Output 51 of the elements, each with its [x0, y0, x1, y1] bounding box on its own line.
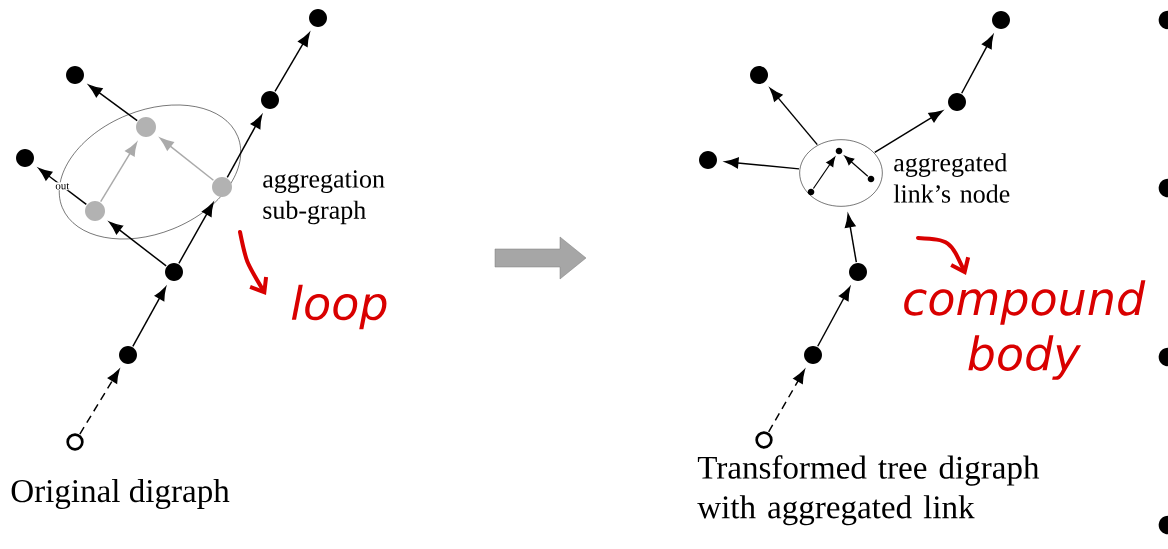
- arrow: [38, 167, 88, 206]
- bullet: [1158, 515, 1168, 535]
- vertex: [750, 66, 768, 84]
- bullet: [1158, 178, 1168, 198]
- vertex: [699, 151, 717, 169]
- arrow: [178, 202, 214, 265]
- arrow: [844, 213, 858, 263]
- subgraph-vertex: [212, 177, 232, 197]
- vertex: [119, 346, 137, 364]
- root-vertex: [755, 431, 773, 449]
- mini-vertex: [835, 147, 843, 155]
- vertex: [849, 263, 867, 281]
- arrow: [844, 155, 869, 177]
- node-caption: aggregated link’s node: [893, 153, 1010, 203]
- vertex: [16, 149, 34, 167]
- arrow: [817, 286, 851, 347]
- arrow: [132, 286, 167, 348]
- arrow: [960, 34, 994, 94]
- arrow: [79, 369, 120, 435]
- arrow: [812, 156, 836, 190]
- bullet: [1158, 347, 1168, 367]
- handwritten-note: compound body: [904, 280, 1146, 380]
- vertex: [309, 9, 327, 27]
- vertex: [992, 11, 1010, 29]
- root-vertex: [66, 433, 84, 451]
- arrow: [88, 84, 138, 122]
- subgraph-vertex: [136, 117, 156, 137]
- handwritten-note: loop: [291, 284, 387, 330]
- arrow: [767, 369, 805, 433]
- arrow: [724, 157, 800, 170]
- vertex: [804, 346, 822, 364]
- mini-vertex: [867, 175, 875, 183]
- arrow: [99, 142, 138, 203]
- subgraph-vertex: [85, 201, 105, 221]
- mini-vertex: [807, 188, 815, 196]
- vertex: [261, 91, 279, 109]
- arrow: [874, 110, 943, 154]
- arrow: [769, 87, 818, 146]
- bullet: [1158, 10, 1168, 30]
- caption: Transformed tree digraph with aggregated link: [697, 455, 1040, 526]
- vertex: [66, 66, 84, 84]
- aggregated-node: [799, 139, 883, 207]
- arrow: [226, 114, 263, 179]
- vertex: [165, 263, 183, 281]
- caption: Original digraph: [11, 478, 230, 510]
- arrow: [274, 32, 310, 93]
- vertex: [948, 93, 966, 111]
- node-caption: aggregation sub-graph: [263, 170, 385, 225]
- arrow: [159, 137, 215, 181]
- arrow: [109, 221, 167, 267]
- edge-label: out: [55, 183, 70, 190]
